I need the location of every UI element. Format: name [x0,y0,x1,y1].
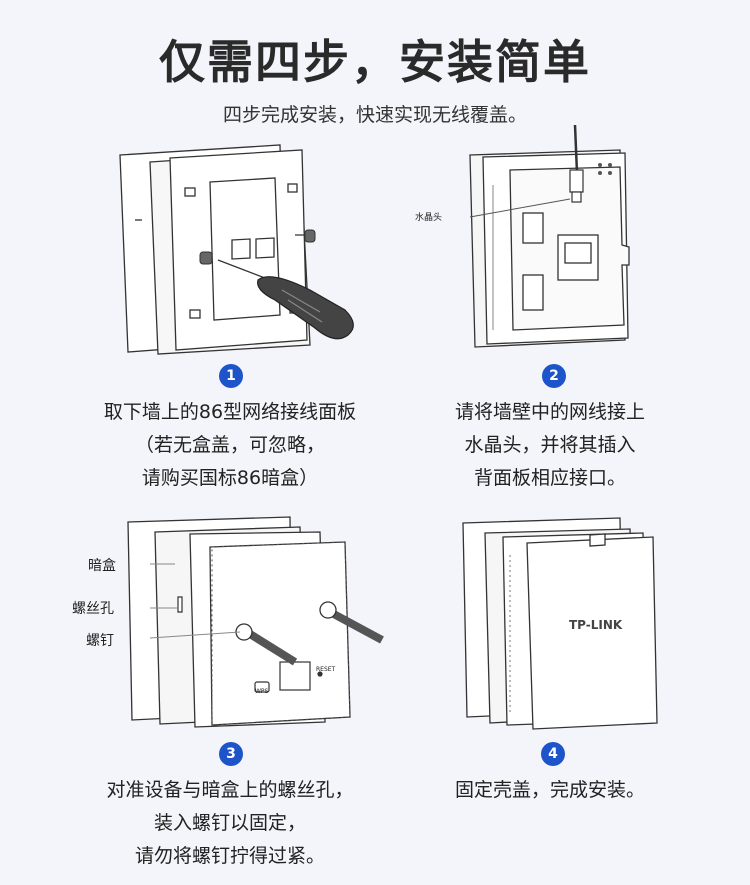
page-subtitle: 四步完成安装，快速实现无线覆盖。 [222,104,527,126]
screw-hole-label: 螺丝孔 [72,601,114,617]
step-1-caption: 取下墙上的86型网络接线面板 （若无盒盖，可忽略， 请购买国标86暗盒） [70,396,390,495]
step-4-line-1: 固定壳盖，完成安装。 [454,779,645,801]
step-4-badge: 4 [541,742,565,766]
step-3-illustration [127,516,384,728]
screw-label: 螺钉 [86,633,114,649]
wps-label: WPS [255,688,269,695]
step-1-line-1: 取下墙上的86型网络接线面板 [103,401,357,423]
step-4-caption: 固定壳盖，完成安装。 [420,774,680,807]
page-title: 仅需四步，安装简单 [159,35,591,89]
step-3-caption: 对准设备与暗盒上的螺丝孔， 装入螺钉以固定， 请勿将螺钉拧得过紧。 [70,774,390,873]
step-2-line-2: 水晶头，并将其插入 [464,434,636,456]
step-3-line-1: 对准设备与暗盒上的螺丝孔， [106,779,354,801]
step-1-line-3: 请购买国标86暗盒） [141,467,319,489]
step-1-illustration [119,144,354,355]
step-2-badge: 2 [542,364,566,388]
step-2-illustration [469,125,630,348]
step-2-caption: 请将墙壁中的网线接上 水晶头，并将其插入 背面板相应接口。 [405,396,695,495]
step-2-line-1: 请将墙壁中的网线接上 [454,401,645,423]
step-3-badge: 3 [219,742,243,766]
step-1-line-2: （若无盒盖，可忽略， [134,434,325,456]
reset-label: RESET [316,666,336,673]
step-3-line-2: 装入螺钉以固定， [153,812,306,834]
step-1-badge: 1 [219,364,243,388]
brand-logo: TP-LINK [569,618,623,632]
step-2-line-3: 背面板相应接口。 [473,467,626,489]
step-4-illustration [462,517,658,730]
step-3-line-3: 请勿将螺钉拧得过紧。 [134,845,325,867]
dark-box-label: 暗盒 [88,558,116,574]
crystal-head-label: 水晶头 [415,213,443,223]
